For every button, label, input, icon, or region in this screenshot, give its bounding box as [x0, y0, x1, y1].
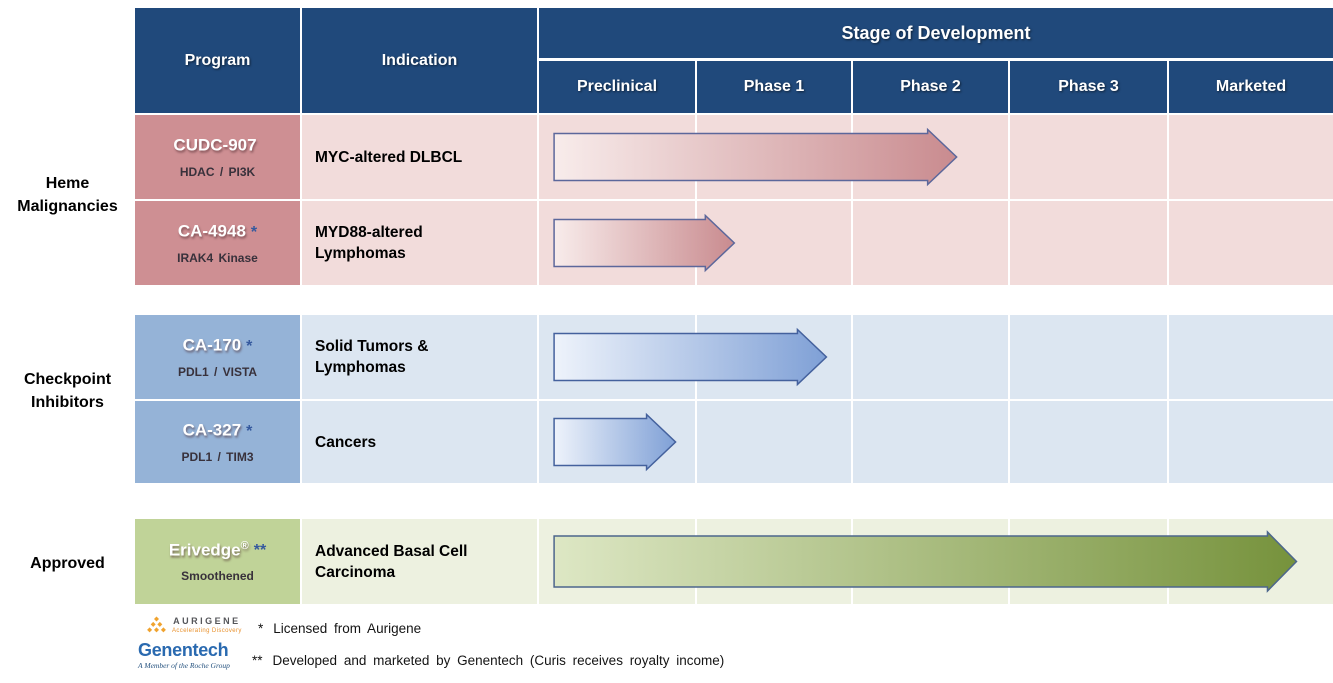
aurigene-logo-text: AURIGENE Accelerating Discovery	[172, 616, 242, 634]
progress-arrow-ca-4948	[553, 213, 736, 273]
program-header-label: Program	[184, 51, 251, 69]
program-name-text: CA-4948	[177, 221, 246, 241]
stage-header-phase2: Phase 2	[853, 61, 1008, 113]
aurigene-name: AURIGENE	[173, 616, 241, 626]
program-name-text: CA-327	[182, 420, 242, 440]
indication-text: MYD88-altered Lymphomas	[315, 224, 423, 262]
stage-header-preclinical: Preclinical	[539, 61, 695, 113]
program-name-text: CUDC-907	[173, 135, 257, 155]
program-target: HDAC / PI3K	[179, 164, 256, 179]
program-cell-ca-170: CA-170* PDL1 / VISTA	[135, 315, 300, 399]
indication-header-label: Indication	[381, 51, 458, 69]
program-cell-ca-4948: CA-4948* IRAK4 Kinase	[135, 201, 300, 285]
stage-label: Preclinical	[576, 78, 658, 95]
indication-text: Advanced Basal Cell Carcinoma	[315, 542, 468, 581]
program-suffix: ®	[240, 539, 249, 552]
program-asterisk: *	[250, 223, 258, 241]
aurigene-tagline: Accelerating Discovery	[172, 628, 242, 634]
indication-text: MYC-altered DLBCL	[315, 148, 463, 166]
program-asterisk: *	[246, 422, 253, 440]
row-background	[302, 401, 1333, 483]
group-label-approved: Approved	[0, 552, 135, 575]
footnote-licensed-from-aurigene: * Licensed from Aurigene	[258, 621, 421, 636]
genentech-logo: Genentech A Member of the Roche Group	[138, 641, 230, 670]
footnote-text: Developed and marketed by Genentech (Cur…	[272, 653, 725, 668]
program-target: PDL1 / VISTA	[177, 364, 258, 379]
indication-text: Cancers	[315, 433, 377, 451]
stage-label: Phase 3	[1058, 78, 1119, 95]
indication-advanced-basal-cell-carcinoma: Advanced Basal Cell Carcinoma	[315, 519, 500, 604]
progress-arrow-erivedge	[553, 530, 1298, 593]
program-asterisk: *	[246, 337, 253, 355]
program-cell-cudc-907: CUDC-907 HDAC / PI3K	[135, 115, 300, 199]
stage-label: Marketed	[1215, 78, 1287, 95]
indication-myc-altered-dlbcl: MYC-altered DLBCL	[315, 115, 500, 199]
footnote-marker: *	[258, 621, 264, 636]
group-label-line: Inhibitors	[31, 394, 104, 411]
footnote-marker: **	[252, 653, 263, 668]
group-label-line: Malignancies	[17, 198, 118, 215]
program-target: IRAK4 Kinase	[177, 250, 258, 265]
stage-header-phase1: Phase 1	[697, 61, 851, 113]
group-label-line: Approved	[30, 555, 105, 572]
aurigene-logo: AURIGENE Accelerating Discovery	[146, 616, 242, 634]
program-name: CA-170*	[183, 335, 253, 356]
group-label-heme-malignancies: Heme Malignancies	[0, 172, 135, 218]
footnote-developed-by-genentech: ** Developed and marketed by Genentech (C…	[252, 653, 724, 668]
indication-solid-tumors-lymphomas: Solid Tumors & Lymphomas	[315, 315, 500, 399]
row-background	[302, 201, 1333, 285]
program-target: Smoothened	[181, 569, 254, 584]
program-name: CA-327*	[183, 420, 253, 441]
stage-header-label: Stage of Development	[841, 22, 1031, 43]
program-cell-erivedge: Erivedge® ** Smoothened	[135, 519, 300, 604]
indication-cancers: Cancers	[315, 401, 500, 483]
program-name: CUDC-907	[173, 135, 261, 156]
footnote-text: Licensed from Aurigene	[273, 621, 422, 636]
stage-header-phase3: Phase 3	[1010, 61, 1167, 113]
program-name: CA-4948*	[178, 221, 257, 242]
aurigene-logo-icon	[147, 616, 166, 633]
stage-header-marketed: Marketed	[1169, 61, 1333, 113]
stage-label: Phase 1	[743, 78, 805, 95]
indication-column-header: Indication	[302, 8, 537, 113]
indication-myd88-altered-lymphomas: MYD88-altered Lymphomas	[315, 201, 500, 285]
stage-label: Phase 2	[900, 78, 961, 95]
genentech-tagline: A Member of the Roche Group	[138, 661, 230, 670]
program-name-text: Erivedge	[168, 540, 241, 560]
program-target: PDL1 / TIM3	[181, 449, 254, 464]
progress-arrow-ca-170	[553, 327, 828, 387]
program-cell-ca-327: CA-327* PDL1 / TIM3	[135, 401, 300, 483]
program-name: Erivedge® **	[169, 540, 266, 561]
genentech-name: Genentech	[138, 640, 229, 660]
group-label-line: Heme	[45, 175, 90, 192]
group-label-line: Checkpoint	[23, 371, 112, 388]
indication-text: Solid Tumors & Lymphomas	[315, 338, 429, 376]
program-column-header: Program	[135, 8, 300, 113]
program-name-text: CA-170	[182, 335, 242, 355]
stage-of-development-header: Stage of Development	[539, 8, 1333, 58]
progress-arrow-cudc-907	[553, 127, 958, 187]
progress-arrow-ca-327	[553, 412, 677, 472]
group-label-checkpoint-inhibitors: Checkpoint Inhibitors	[0, 368, 135, 414]
program-asterisk: **	[253, 542, 267, 560]
